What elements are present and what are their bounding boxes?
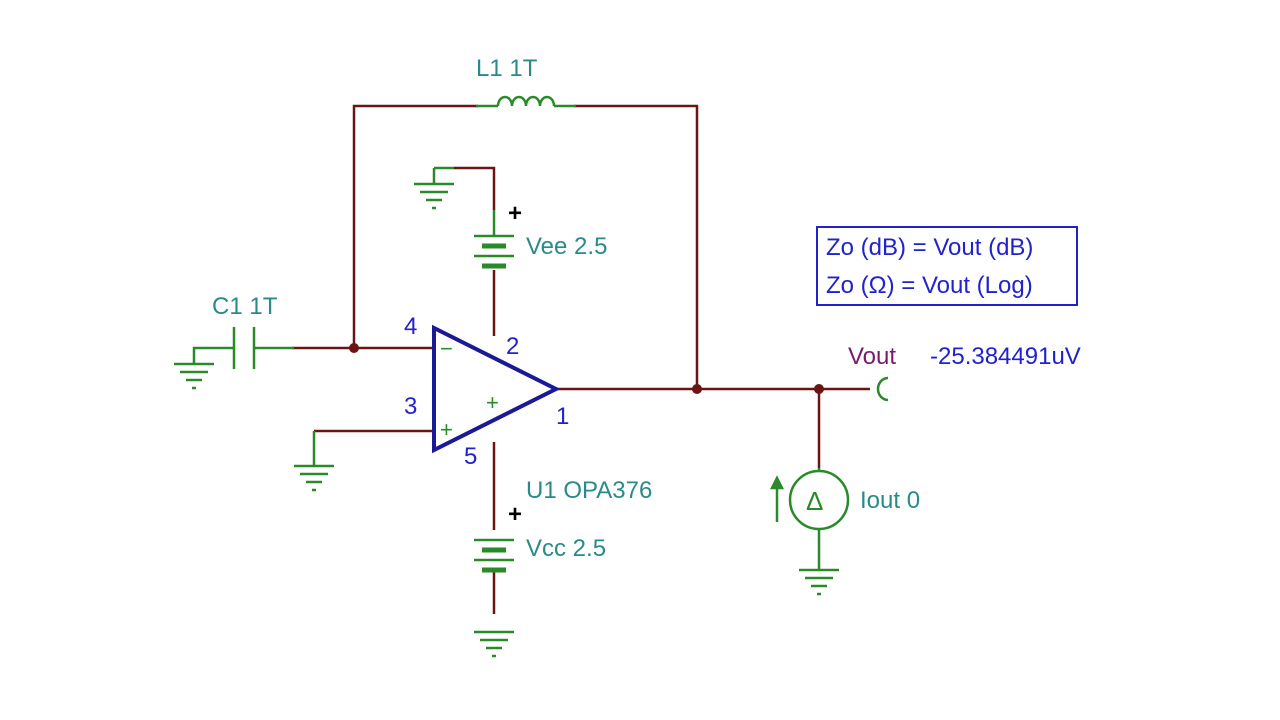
ground-symbol-vee (414, 166, 454, 210)
vcc-label: Vcc 2.5 (526, 535, 606, 562)
opamp-supply-sign: + (486, 390, 499, 415)
ground-symbol-iout (799, 530, 839, 596)
annotation-box: Zo (dB) = Vout (dB) Zo (Ω) = Vout (Log) (816, 226, 1078, 306)
junction-dot (692, 384, 702, 394)
annotation-line-2: Zo (Ω) = Vout (Log) (826, 272, 1033, 299)
capacitor-c1[interactable] (192, 327, 294, 369)
current-source[interactable] (788, 468, 850, 531)
junction-dot (814, 384, 824, 394)
vcc-polarity: + (508, 501, 522, 528)
opamp-noninv-sign: + (440, 417, 453, 442)
battery-vcc[interactable] (474, 538, 514, 573)
probe-terminal-icon[interactable] (876, 376, 889, 402)
ground-symbol-cap (174, 362, 214, 390)
opamp-label: U1 OPA376 (526, 477, 652, 504)
battery-vee[interactable] (474, 210, 514, 269)
opamp-inv-sign: − (440, 336, 453, 361)
inductor-l1[interactable] (476, 95, 576, 108)
pin-1-label: 1 (556, 403, 569, 430)
ground-symbol-noninv (294, 431, 334, 492)
wires (292, 104, 870, 614)
probe-name: Vout (848, 343, 896, 370)
junction-dot (349, 343, 359, 353)
probe-value: -25.384491uV (930, 343, 1081, 370)
feedback-wire[interactable] (352, 104, 478, 348)
current-source-symbol: Δ (806, 486, 823, 516)
current-source-label: Iout 0 (860, 487, 920, 514)
pin-5-label: 5 (464, 443, 477, 470)
vee-top-wire[interactable] (454, 166, 496, 210)
pin-3-label: 3 (404, 393, 417, 420)
pin-4-label: 4 (404, 313, 417, 340)
vee-label: Vee 2.5 (526, 233, 607, 260)
pin-2-label: 2 (506, 333, 519, 360)
feedback-wire-right[interactable] (574, 104, 699, 389)
annotation-line-1: Zo (dB) = Vout (dB) (826, 234, 1034, 261)
ground-symbol-vcc (474, 630, 514, 658)
opamp-triangle[interactable] (432, 324, 561, 454)
vee-polarity: + (508, 200, 522, 227)
current-direction-arrow-icon (769, 475, 785, 522)
capacitor-label: C1 1T (212, 293, 278, 320)
inductor-label: L1 1T (476, 55, 538, 82)
